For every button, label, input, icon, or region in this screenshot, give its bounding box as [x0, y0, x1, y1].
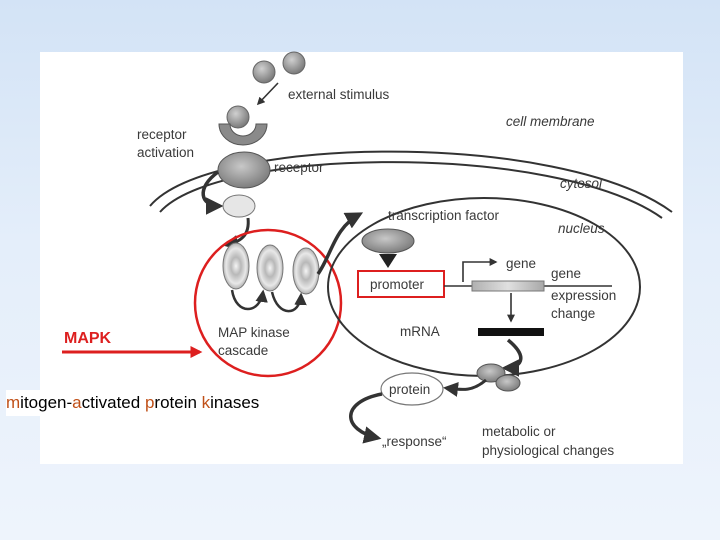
label-map-kinase-line2: cascade: [218, 343, 268, 358]
label-receptor: receptor: [274, 160, 324, 175]
label-map-kinase-line1: MAP kinase: [218, 325, 290, 340]
caption-initial-k: k: [201, 393, 211, 412]
protein-shape: [380, 372, 444, 406]
caption-initial-a: a: [72, 393, 82, 412]
caption-rest-k: inases: [210, 393, 260, 412]
gene-bar: [471, 280, 545, 292]
label-metabolic-line1: metabolic or: [482, 424, 556, 439]
caption-rest-a: ctivated: [81, 393, 145, 412]
cell-membrane-outer: [149, 150, 673, 213]
caption-initial-p: p: [144, 393, 155, 412]
cascade-arrow-3: [316, 212, 364, 276]
caption-initial-m: m: [6, 393, 21, 412]
label-cytosol: cytosol: [560, 176, 603, 191]
mrna-export-arrow: [501, 338, 523, 377]
label-gene: gene: [506, 256, 536, 271]
cascade-arrow-2: [270, 291, 307, 313]
receptor-cup: [218, 123, 268, 146]
bound-ligand: [226, 105, 250, 129]
adaptor-curve-arrow: [223, 217, 250, 250]
receptor-body: [217, 151, 271, 189]
label-metabolic-line2: physiological changes: [482, 443, 614, 458]
cell-membrane-inner: [159, 161, 663, 219]
gene-arrow: [462, 258, 498, 282]
label-gene-expression-line1: gene: [551, 266, 581, 281]
ribosome-small: [495, 374, 521, 392]
promoter-box: [357, 270, 445, 298]
transcription-factor-shape: [361, 228, 415, 254]
label-receptor-activation-line1: receptor: [137, 127, 187, 142]
protein-synthesis-arrow: [443, 378, 487, 397]
kinase-3: [292, 247, 320, 295]
label-protein: protein: [389, 382, 430, 397]
caption-rest-m: itogen-: [20, 393, 73, 412]
stimulus-arrow: [256, 82, 279, 106]
caption-rest-p: rotein: [154, 393, 202, 412]
label-gene-expression-line2: expression: [551, 288, 616, 303]
map-kinase-circle: [193, 228, 343, 378]
response-arrow: [349, 392, 383, 444]
kinase-2: [256, 244, 284, 292]
label-gene-expression-line3: change: [551, 306, 595, 321]
cascade-arrow-1: [230, 289, 268, 311]
label-external-stimulus: external stimulus: [288, 87, 390, 102]
label-cell-membrane: cell membrane: [506, 114, 595, 129]
receptor-curve-arrow: [201, 170, 224, 215]
label-promoter: promoter: [370, 277, 425, 292]
adaptor-protein: [222, 194, 256, 218]
ribosome-large: [476, 363, 506, 383]
stimulus-ball: [282, 51, 306, 75]
tf-binding-triangle: [379, 254, 397, 268]
kinase-1: [222, 242, 250, 290]
label-receptor-activation-line2: activation: [137, 145, 194, 160]
label-mrna: mRNA: [400, 324, 440, 339]
label-response: „response“: [382, 434, 447, 449]
label-transcription-factor: transcription factor: [388, 208, 500, 223]
label-mapk: MAPK: [64, 330, 112, 347]
mapk-acronym-caption: mitogen-activated protein kinases: [6, 390, 266, 416]
stimulus-ball: [252, 60, 276, 84]
label-nucleus: nucleus: [558, 221, 605, 236]
mrna-bar: [478, 328, 544, 336]
